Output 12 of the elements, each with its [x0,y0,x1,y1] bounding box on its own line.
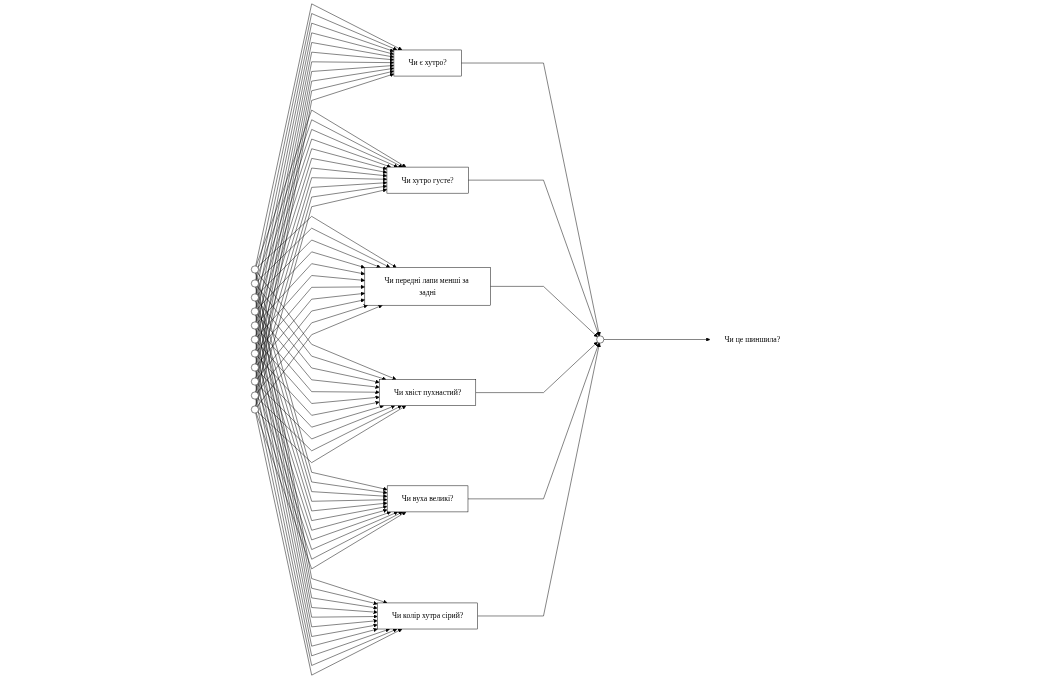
node-circle [251,307,259,316]
node-circle [251,335,259,344]
node-circle [251,279,259,288]
node-circle [251,405,259,414]
node-circle [251,321,259,330]
node-circle [251,293,259,302]
node-circle [596,335,605,344]
node-circle [251,377,259,386]
node-circle [251,363,259,372]
node-circle [251,391,259,400]
node-circle [251,349,259,358]
node-circle [251,265,259,274]
